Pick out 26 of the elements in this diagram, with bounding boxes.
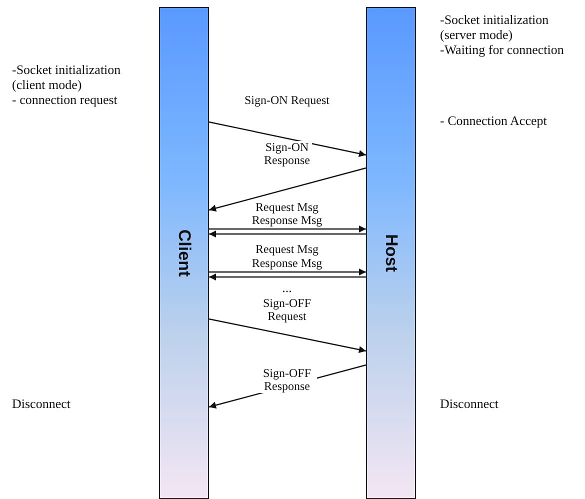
annotation: Disconnect [12,396,72,411]
annotation: - Connection Accept [440,113,548,128]
edge-label: Response Msg [252,257,322,270]
edge-label: Sign-ON Response [262,141,312,167]
annotation: -Waiting for connection [440,42,565,57]
lifeline-title: Host [381,234,401,272]
lifeline-bar [159,7,209,499]
lifeline-title: Client [174,229,194,277]
edge-label: Request Msg [256,201,318,214]
message-arrow [208,167,366,212]
annotation: - connection request [12,92,118,107]
ellipsis: ... [282,280,292,295]
annotation: -Socket initialization (server mode) [440,12,550,42]
message-arrow [208,121,366,157]
message-arrow [209,226,366,232]
edge-label: Sign-OFF Response [257,367,317,393]
lifeline-bar [366,7,416,499]
message-arrow [209,268,366,276]
edge-label: Sign-ON Request [244,94,330,107]
message-arrow [208,318,366,354]
annotation: -Socket initialization (client mode) [12,62,122,92]
edge-label: Response Msg [252,214,322,227]
message-arrow [209,230,366,238]
annotation: Disconnect [440,396,500,411]
message-arrow [209,274,366,280]
edge-label: Request Msg [256,243,318,256]
